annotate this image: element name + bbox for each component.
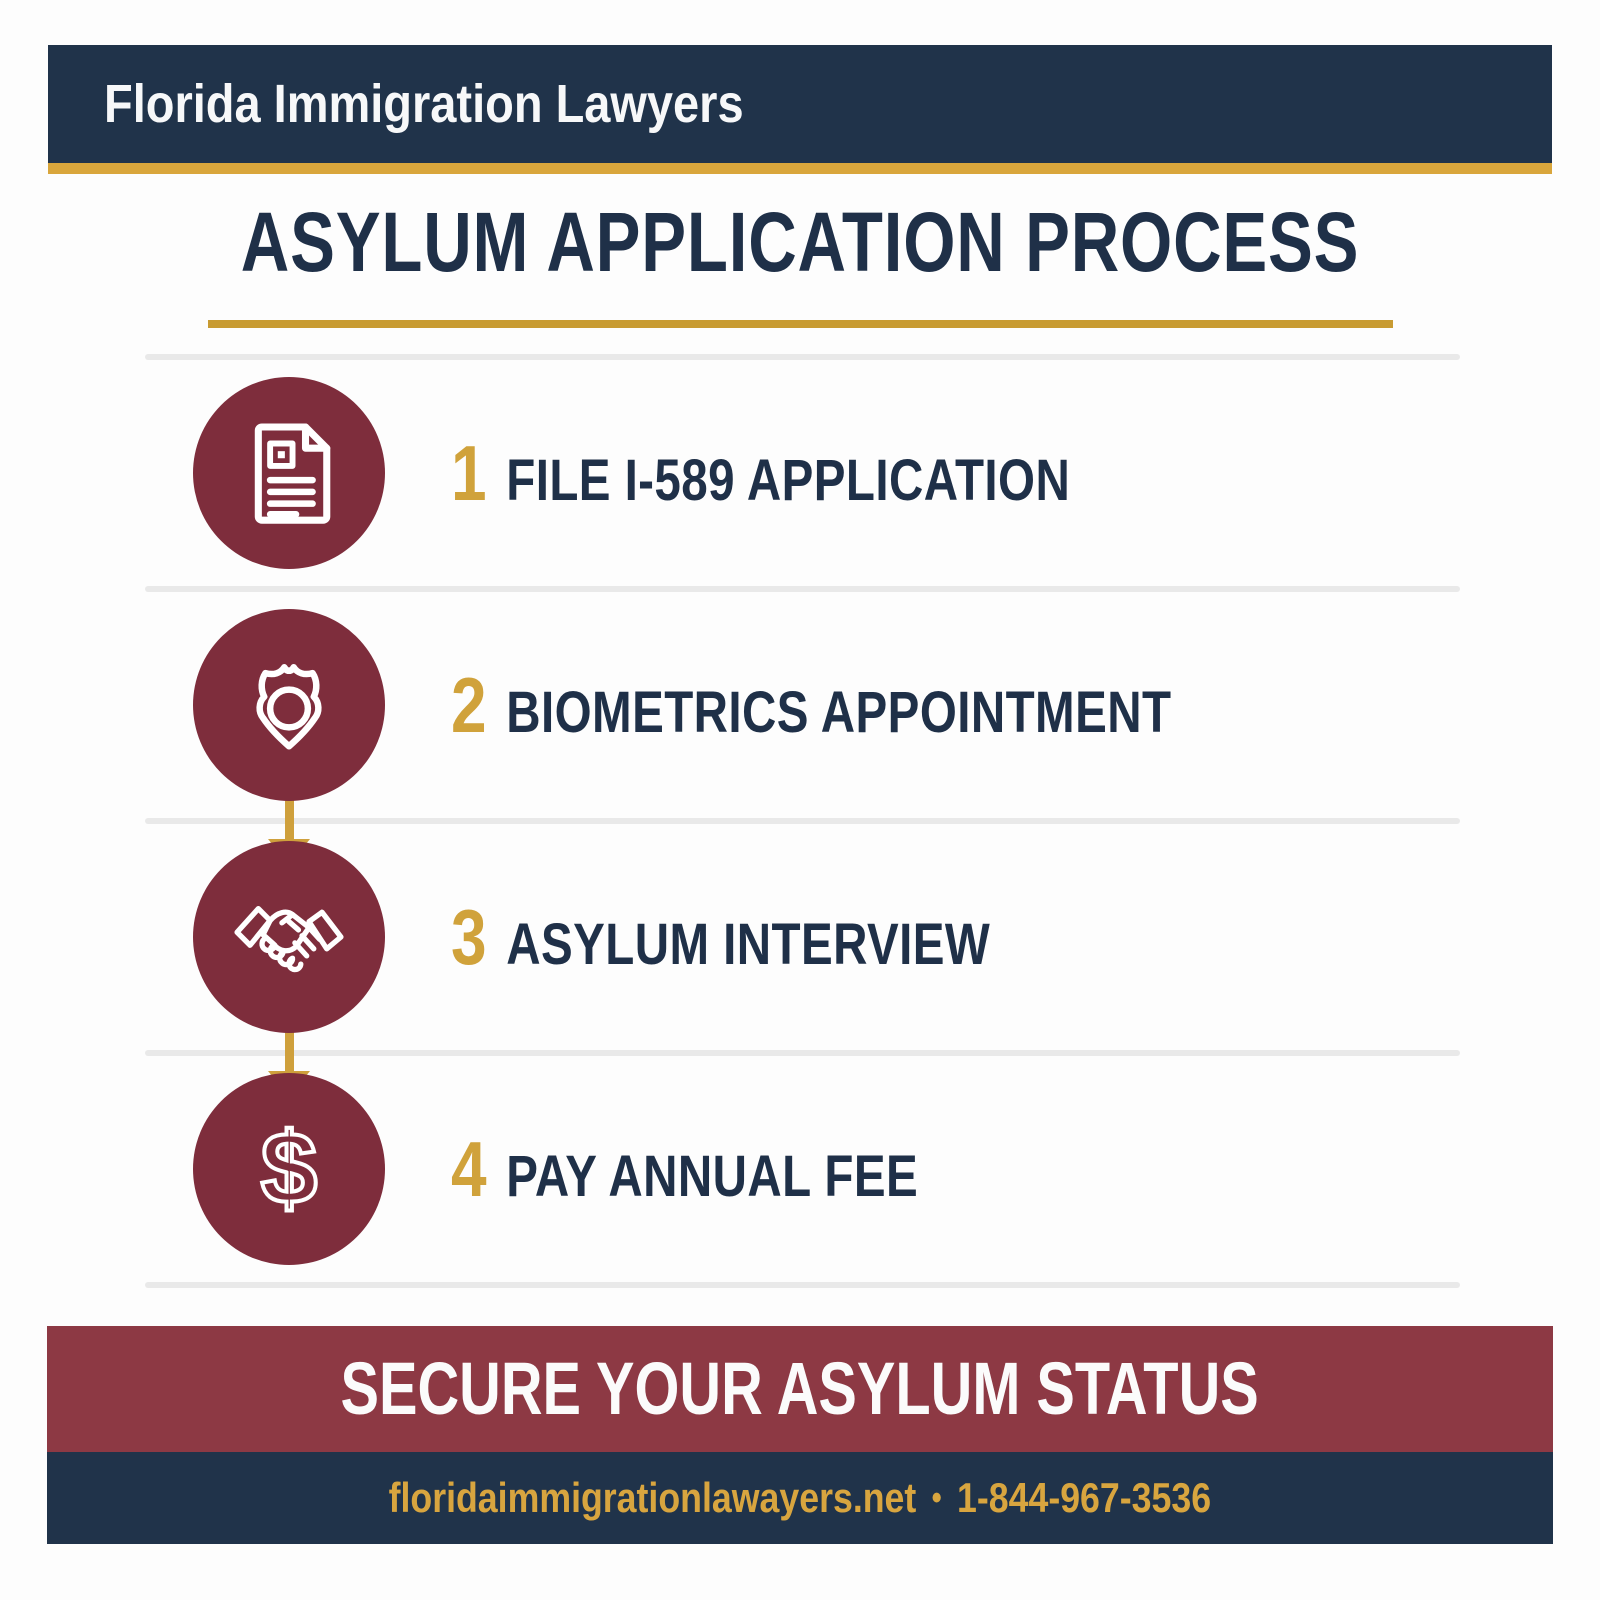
handshake-icon — [230, 878, 348, 996]
step-icon-circle — [193, 609, 385, 801]
arrow-stem — [284, 797, 294, 839]
contact-banner: floridaimmigrationlawayers.net • 1-844-9… — [47, 1452, 1553, 1544]
row-divider — [145, 1282, 1460, 1288]
document-icon — [230, 414, 348, 532]
step-icon-circle — [193, 841, 385, 1033]
separator-dot: • — [931, 1479, 942, 1517]
step-number: 2 — [451, 661, 487, 749]
arrow-stem — [284, 1029, 294, 1071]
steps-list: 1 FILE I-589 APPLICATION 2 BIOMETRICS AP… — [48, 354, 1552, 1288]
step-icon-circle — [193, 377, 385, 569]
website-text: floridaimmigrationlawayers.net — [388, 1474, 917, 1521]
header-banner: Florida Immigration Lawyers — [48, 45, 1552, 163]
contact-line: floridaimmigrationlawayers.net • 1-844-9… — [389, 1477, 1212, 1519]
step-text: 4 PAY ANNUAL FEE — [451, 1130, 918, 1208]
row-divider — [145, 586, 1460, 592]
brand-name: Florida Immigration Lawyers — [104, 74, 744, 134]
row-divider — [145, 354, 1460, 360]
step-text: 3 ASYLUM INTERVIEW — [451, 898, 990, 976]
svg-text:$: $ — [261, 1111, 317, 1225]
cta-banner: SECURE YOUR ASYLUM STATUS — [47, 1326, 1553, 1452]
footer-section: SECURE YOUR ASYLUM STATUS floridaimmigra… — [47, 1326, 1553, 1544]
step-label: PAY ANNUAL FEE — [506, 1144, 919, 1209]
step-icon-circle: $ — [193, 1073, 385, 1265]
step-row: 3 ASYLUM INTERVIEW — [48, 824, 1552, 1097]
step-row: 2 BIOMETRICS APPOINTMENT — [48, 592, 1552, 865]
cta-text: SECURE YOUR ASYLUM STATUS — [340, 1347, 1260, 1430]
step-text: 2 BIOMETRICS APPOINTMENT — [451, 666, 1171, 744]
page-title: ASYLUM APPLICATION PROCESS — [240, 195, 1360, 289]
step-text: 1 FILE I-589 APPLICATION — [451, 434, 1070, 512]
step-label: BIOMETRICS APPOINTMENT — [506, 680, 1172, 745]
row-divider — [145, 818, 1460, 824]
step-row: $ 4 PAY ANNUAL FEE — [48, 1056, 1552, 1282]
step-number: 4 — [451, 1125, 487, 1213]
title-underline — [207, 320, 1393, 328]
header-gold-stripe — [48, 163, 1552, 174]
title-section: ASYLUM APPLICATION PROCESS — [0, 200, 1600, 284]
step-number: 1 — [451, 429, 487, 517]
phone-text: 1-844-967-3536 — [957, 1474, 1212, 1521]
row-divider — [145, 1050, 1460, 1056]
badge-icon — [230, 646, 348, 764]
step-label: ASYLUM INTERVIEW — [506, 912, 991, 977]
step-number: 3 — [451, 893, 487, 981]
dollar-icon: $ — [230, 1110, 348, 1228]
step-row: 1 FILE I-589 APPLICATION — [48, 360, 1552, 586]
step-label: FILE I-589 APPLICATION — [506, 448, 1071, 513]
